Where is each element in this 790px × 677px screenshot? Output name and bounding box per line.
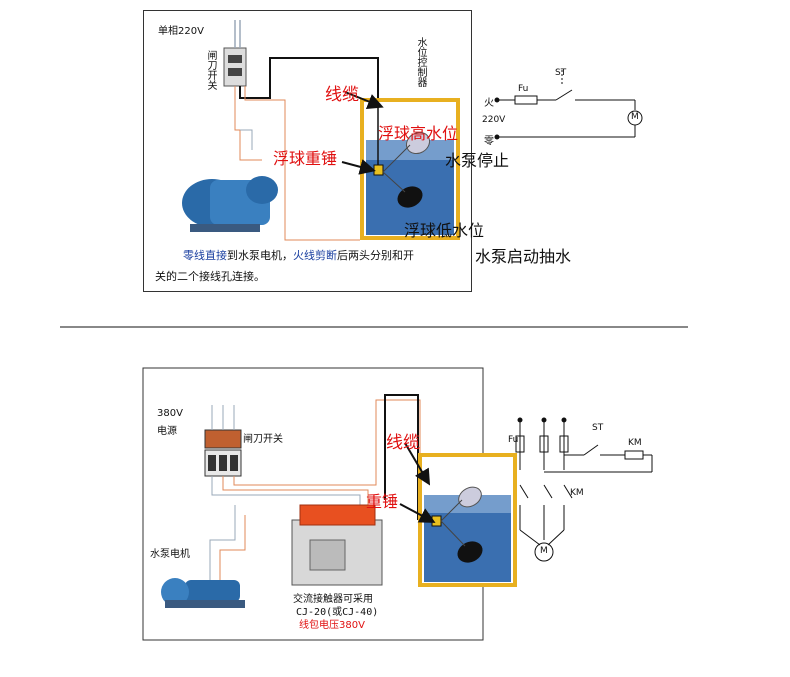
bottom-pump xyxy=(161,578,245,608)
bottom-knife-switch xyxy=(204,405,242,477)
bottom-tank xyxy=(418,453,517,587)
top-tank xyxy=(360,98,460,240)
schem-220v-label: 220V xyxy=(482,115,506,125)
top-caption-line2: 关的二个接线孔连接。 xyxy=(155,270,265,283)
top-knife-switch-label: 闸刀开关 xyxy=(205,50,216,90)
top-cable-label: 线缆 xyxy=(325,85,359,105)
schem-st-label: ST xyxy=(555,68,567,78)
schem-fu-label: Fu xyxy=(518,84,529,94)
schem-motor-label: M xyxy=(631,112,639,122)
caption-live-cut: 火线剪断 xyxy=(293,249,337,262)
top-knife-switch xyxy=(223,20,247,87)
level-controller-label: 水位控制器 xyxy=(415,37,426,87)
caption-connect: 后两头分别和开 xyxy=(337,249,414,262)
bottom-schem-motor: M xyxy=(540,546,548,556)
contactor-label-1: 交流接触器可采用 xyxy=(293,594,373,605)
bottom-schem-fu: Fu xyxy=(508,435,519,445)
caption-neutral-direct: 零线直接 xyxy=(183,249,227,262)
bottom-schem-km-coil: KM xyxy=(628,438,642,448)
bottom-knife-switch-label: 闸刀开关 xyxy=(243,434,283,445)
bottom-schem-km-contact: KM xyxy=(570,488,584,498)
pump-stop-label: 水泵停止 xyxy=(445,151,510,170)
schem-neutral-label: 零 xyxy=(484,136,494,147)
pump-motor-label: 水泵电机 xyxy=(150,549,190,560)
coil-voltage-label: 线包电压380V xyxy=(299,620,365,631)
top-single-phase-label: 单相220V xyxy=(158,26,204,37)
bottom-380v-label: 380V xyxy=(157,408,183,419)
caption-to-motor: 到水泵电机， xyxy=(227,249,293,262)
bottom-weight-label: 重锤 xyxy=(366,492,399,511)
top-schematic xyxy=(494,70,643,140)
contactor xyxy=(291,504,383,586)
bottom-schem-st: ST xyxy=(592,423,604,433)
float-high-label: 浮球高水位 xyxy=(378,124,459,143)
bottom-cable-label: 线缆 xyxy=(386,433,420,453)
schem-live-label: 火 xyxy=(484,98,494,109)
float-weight-label: 浮球重锤 xyxy=(273,149,338,168)
float-low-label: 浮球低水位 xyxy=(404,221,485,240)
top-caption-line1: 零线直接到水泵电机，火线剪断后两头分别和开 xyxy=(183,247,414,263)
contactor-label-2: CJ-20(或CJ-40) xyxy=(296,607,379,618)
top-pump xyxy=(182,176,278,232)
bottom-power-label: 电源 xyxy=(157,426,177,437)
bottom-schematic xyxy=(515,417,653,562)
pump-start-label: 水泵启动抽水 xyxy=(475,247,572,266)
